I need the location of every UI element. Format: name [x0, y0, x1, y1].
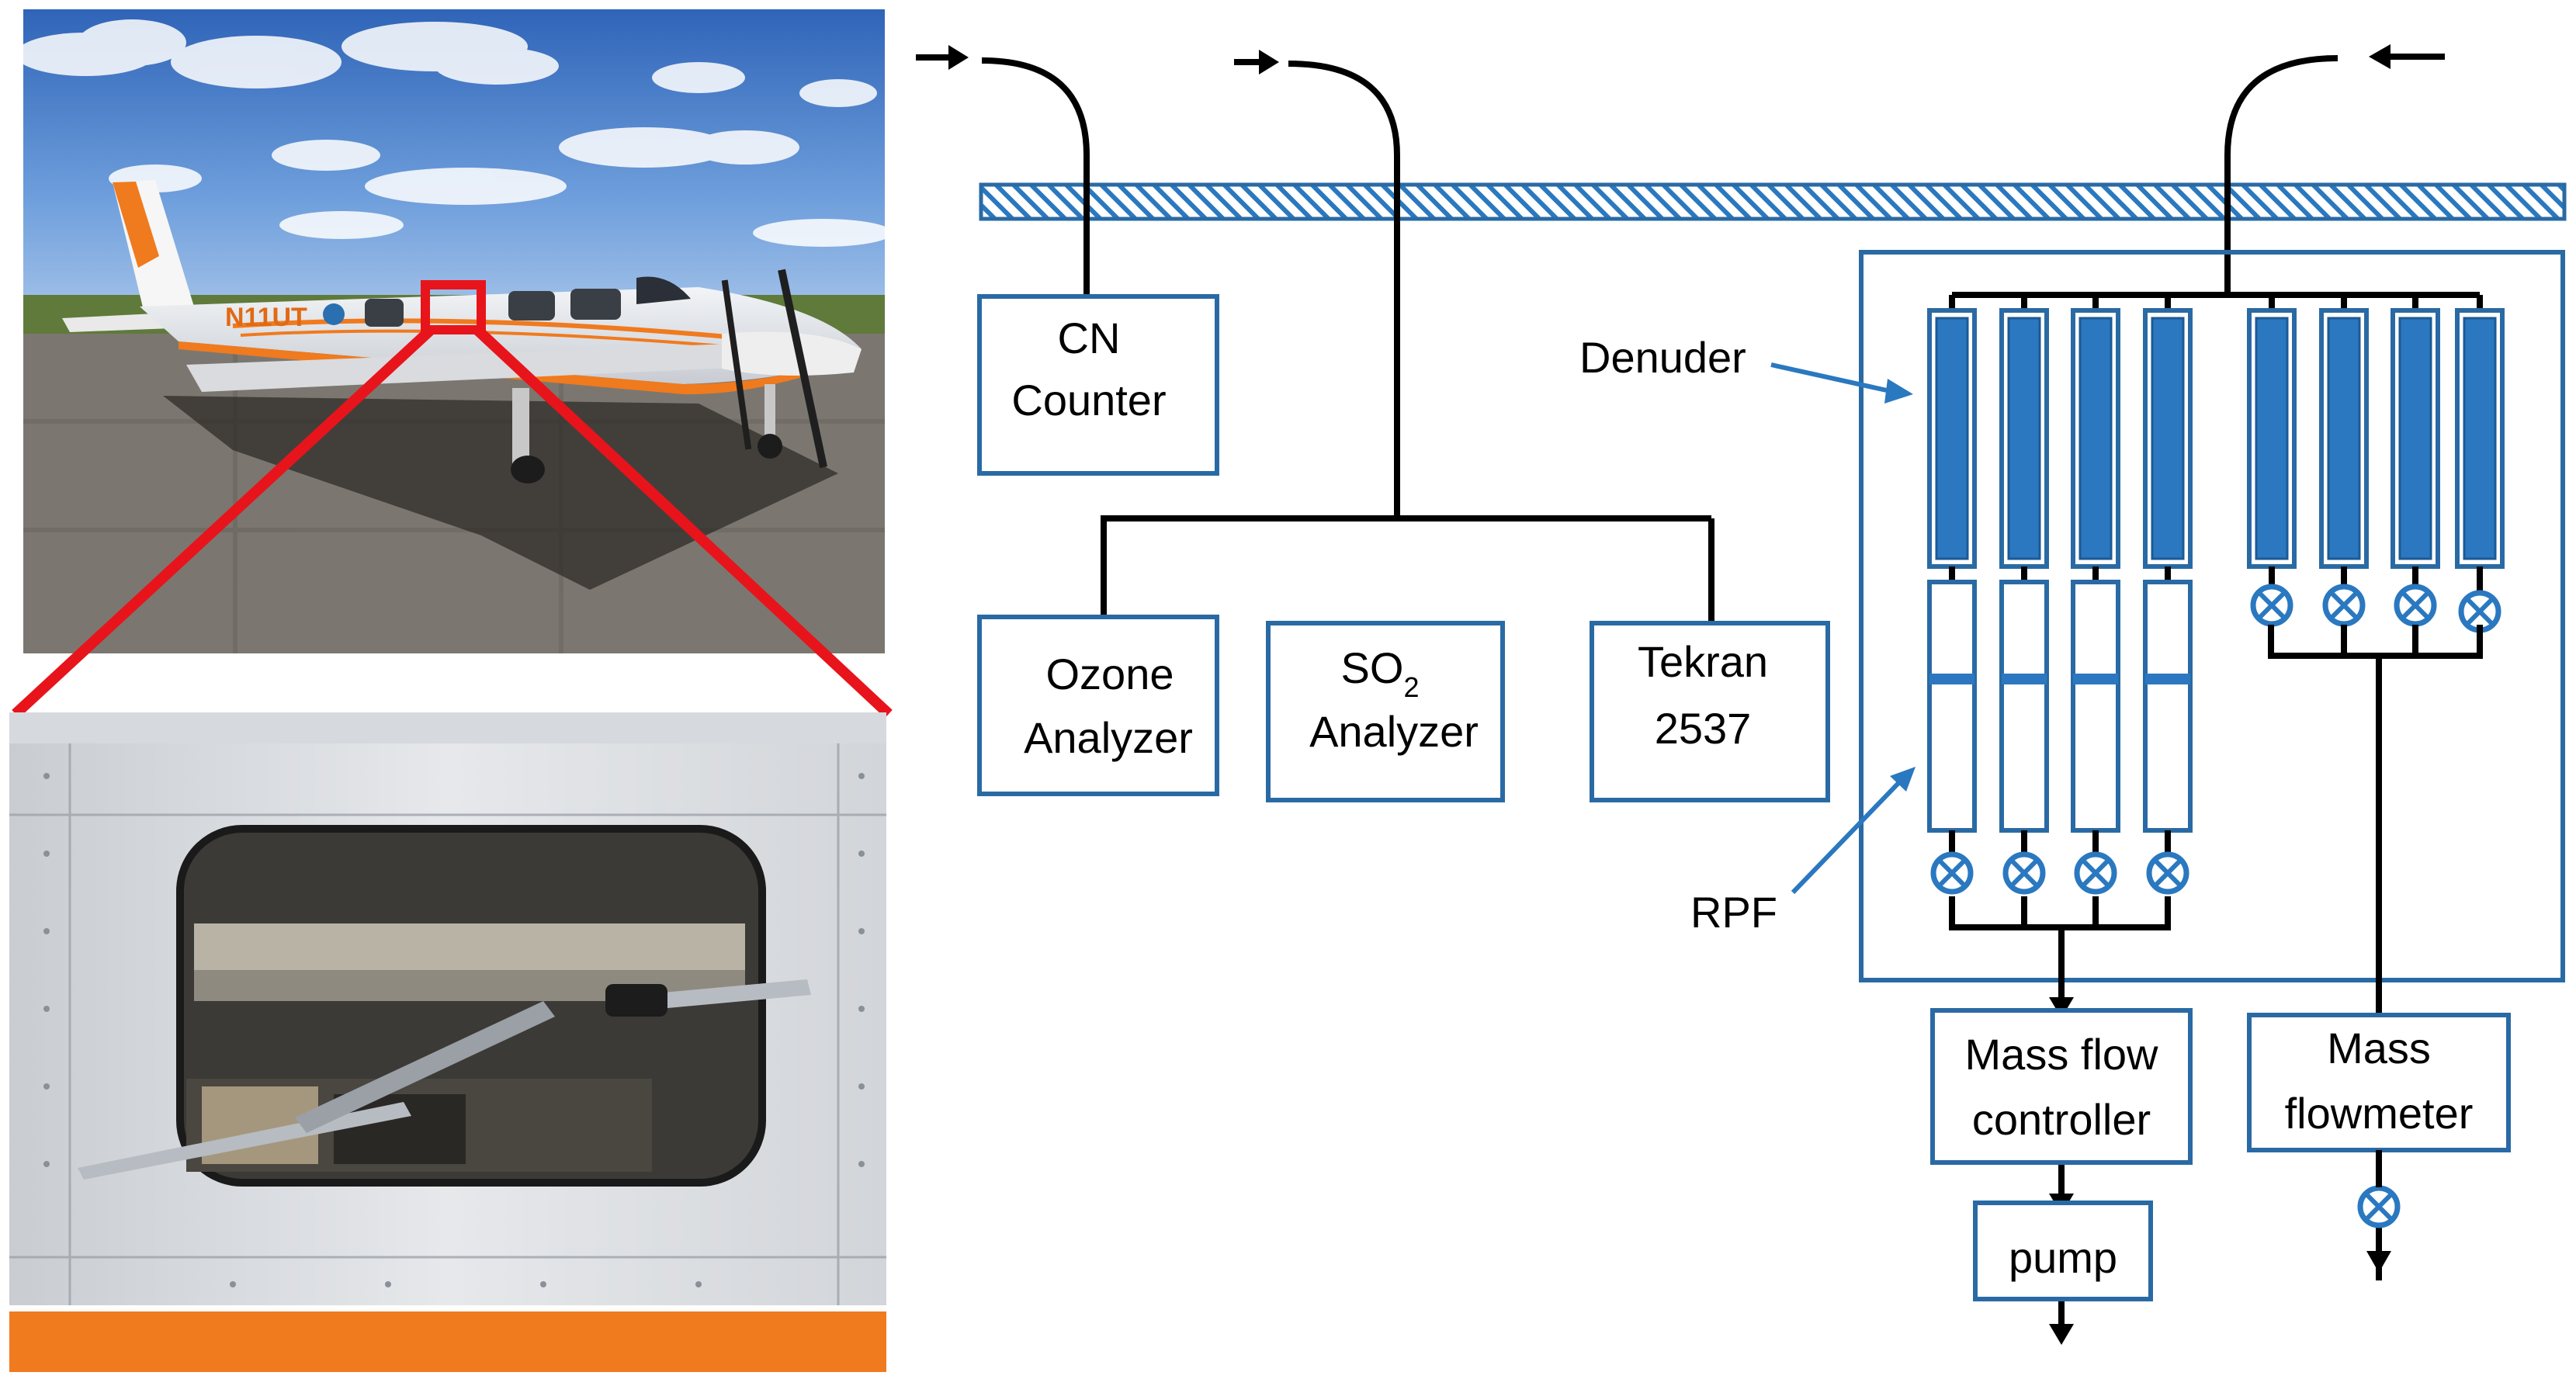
ozone-label-2: Analyzer	[1024, 713, 1193, 762]
mfm-label-2: flowmeter	[2285, 1089, 2474, 1138]
flow-valve-icon	[2458, 590, 2501, 633]
inlet-callout-box	[421, 280, 486, 334]
aircraft-wall	[979, 182, 2567, 221]
so2-analyzer-box	[1266, 621, 1505, 802]
rpf-tube	[2071, 580, 2120, 833]
flow-valve-icon	[1930, 851, 1974, 895]
denuder-tube	[1927, 308, 1977, 569]
cn-inlet-tube	[981, 57, 1090, 299]
denuder-label: Denuder	[1579, 333, 1746, 382]
so2-label-subscript: 2	[1403, 671, 1419, 703]
clouds	[23, 19, 885, 247]
tekran-label-2: 2537	[1655, 704, 1752, 753]
denuder-tube	[1999, 308, 2049, 569]
denuder-tube	[2319, 308, 2369, 569]
denuder-tube	[2455, 308, 2505, 569]
ozone-label-1: Ozone	[1046, 650, 1174, 698]
ozone-analyzer-box	[977, 615, 1219, 796]
rpf-tube	[1927, 580, 1977, 833]
flow-valve-icon	[2002, 851, 2046, 895]
cn-counter-box	[977, 294, 1219, 476]
tekran-label-1: Tekran	[1638, 637, 1768, 686]
denuder-tube	[2143, 308, 2193, 569]
aircraft-registration: N11UT	[225, 303, 307, 332]
mass-flow-controller-box	[1930, 1008, 2193, 1165]
denuder-rpf-train	[1927, 308, 2193, 895]
mfm-label-1: Mass	[2327, 1024, 2431, 1072]
pump-box	[1973, 1201, 2153, 1301]
so2-inlet-tube	[1288, 61, 1400, 518]
inlet-lines	[981, 55, 2339, 625]
rpf-tube	[2143, 580, 2193, 833]
cn-counter-label-2: Counter	[1011, 376, 1166, 424]
flow-valve-icon	[2322, 584, 2366, 627]
denuder-tube	[2391, 308, 2440, 569]
inlet-window-photo	[9, 712, 886, 1372]
speciation-inlet-tube	[2224, 55, 2339, 295]
cn-counter-label-1: CN	[1058, 314, 1121, 362]
flow-valve-icon	[2394, 584, 2437, 627]
tekran-box	[1590, 621, 1830, 802]
flowmeter-outlet-valve	[2357, 1185, 2401, 1228]
denuder-tube	[2247, 308, 2297, 569]
so2-label-2: Analyzer	[1309, 707, 1479, 756]
rpf-pointer	[1791, 778, 1904, 895]
flow-valve-icon	[2074, 851, 2117, 895]
rpf-label: RPF	[1690, 888, 1777, 937]
so2-label-so: SO	[1341, 643, 1404, 692]
denuder-tube	[2071, 308, 2120, 569]
flow-valve-icon	[2250, 584, 2293, 627]
rpf-tube	[1999, 580, 2049, 833]
mfc-label-1: Mass flow	[1965, 1030, 2158, 1079]
inlet-manifold	[1949, 292, 2483, 310]
so2-label-main: SO2	[1341, 643, 1420, 703]
flow-valve-icon	[2146, 851, 2189, 895]
speciation-enclosure	[1859, 250, 2565, 982]
pump-label: pump	[2009, 1233, 2117, 1282]
denuder-pointer	[1770, 362, 1895, 394]
zoom-callout-lines	[12, 325, 893, 719]
mfc-label-2: controller	[1972, 1095, 2151, 1144]
inlet-arrows	[916, 44, 2445, 74]
denuder-only-train	[2247, 308, 2505, 633]
aircraft-photo: N11UT	[23, 9, 885, 653]
